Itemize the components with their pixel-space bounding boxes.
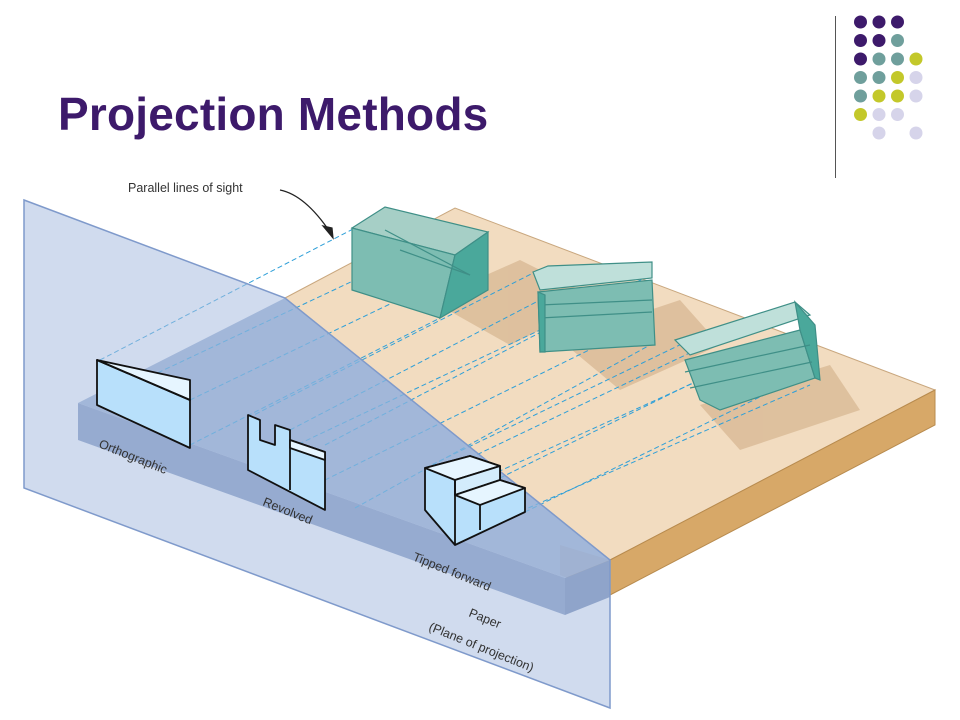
object-revolved <box>532 261 656 353</box>
object-orthographic <box>350 206 490 320</box>
decorative-dot <box>872 108 886 121</box>
decorative-dot <box>854 15 867 29</box>
decorative-dot <box>891 71 904 84</box>
decorative-dot <box>891 89 904 103</box>
annotation-label: Parallel lines of sight <box>128 181 243 195</box>
decorative-dot <box>872 126 886 140</box>
decorative-dot <box>854 71 867 84</box>
decorative-dot <box>909 126 923 140</box>
decorative-dot <box>854 34 867 47</box>
decorative-dot <box>909 71 923 84</box>
decorative-dot <box>854 52 867 66</box>
view-revolved <box>247 414 326 511</box>
title-divider <box>835 16 836 178</box>
decorative-dot <box>891 108 904 121</box>
slide-title: Projection Methods <box>58 88 489 140</box>
decorative-dot <box>872 15 886 29</box>
decorative-dot <box>891 34 904 47</box>
decorative-dot <box>854 89 867 103</box>
annotation-arrow <box>279 189 334 240</box>
view-orthographic <box>96 359 191 449</box>
decorative-dot <box>909 52 923 66</box>
object-tipped <box>673 299 821 411</box>
decorative-dot <box>909 89 923 103</box>
view-tipped-forward <box>424 455 526 546</box>
decorative-dot <box>872 52 886 66</box>
decorative-dot <box>854 108 867 121</box>
decorative-dot <box>872 34 886 47</box>
decorative-dot <box>891 15 904 29</box>
decorative-dot <box>891 52 904 66</box>
decorative-dot <box>872 71 886 84</box>
decorative-dot <box>872 89 886 103</box>
